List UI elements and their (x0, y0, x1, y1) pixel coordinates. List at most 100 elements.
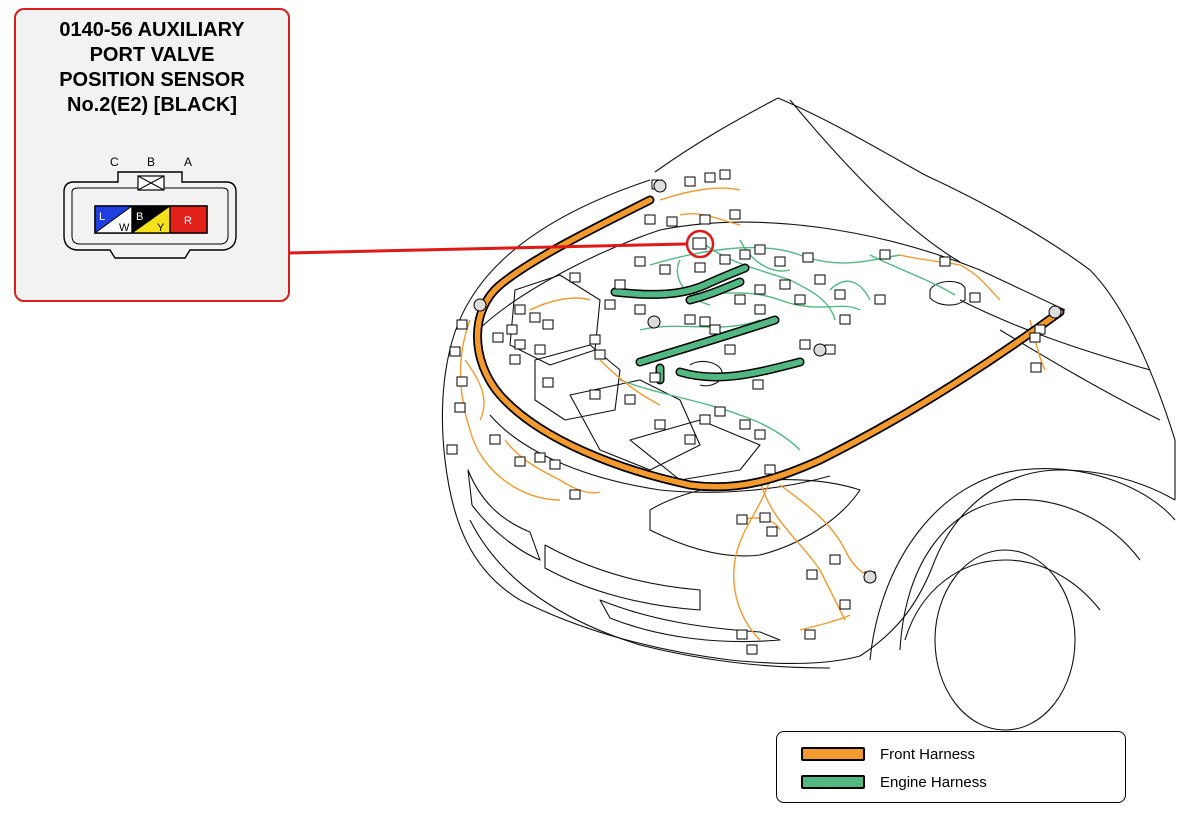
connector-box (804, 629, 816, 640)
connector-box (542, 377, 554, 388)
callout-title-line: PORT VALVE (89, 44, 215, 66)
legend-swatch-engine (801, 775, 865, 789)
connector-box (719, 169, 731, 180)
connector-box (824, 344, 836, 355)
connector-box (529, 312, 541, 323)
connector-box (879, 249, 891, 260)
connector-box (659, 264, 671, 275)
pin-cavities (94, 205, 208, 234)
car-outline (441, 97, 1176, 731)
connector-box (729, 209, 741, 220)
grommet-icon (653, 179, 667, 193)
wire-code-l: L (99, 211, 105, 223)
connector-box (754, 244, 766, 255)
connector-box (766, 526, 778, 537)
connector-box (752, 379, 764, 390)
connector-box (666, 216, 678, 227)
connector-box (799, 339, 811, 350)
connector-box (509, 354, 521, 365)
connector-diagram: C B A L W B Y R (63, 155, 237, 259)
legend-item-engine-harness: Engine Harness (801, 772, 987, 792)
connector-box (589, 389, 601, 400)
connector-box (614, 279, 626, 290)
connector-box (594, 349, 606, 360)
connector-box (569, 272, 581, 283)
callout-title-line: No.2(E2) [BLACK] (67, 94, 237, 116)
connector-box (454, 402, 466, 413)
callout-title-line: 0140-56 AUXILIARY (59, 19, 245, 41)
connector-box (569, 489, 581, 500)
connector-box (774, 256, 786, 267)
connector-box (806, 569, 818, 580)
connector-box (794, 294, 806, 305)
connector-box (754, 284, 766, 295)
target-connector (692, 237, 707, 250)
engine-harness-trunks-fill (612, 265, 803, 383)
pin-label-c: C (110, 155, 119, 169)
connector-box (506, 324, 518, 335)
connector-box (684, 314, 696, 325)
connector-box (754, 429, 766, 440)
sensor-highlight-circle (685, 229, 715, 259)
connector-box (1030, 362, 1042, 373)
connector-box (699, 414, 711, 425)
front-harness-main (473, 195, 1065, 492)
connector-box (446, 444, 458, 455)
connector-box (649, 372, 661, 383)
connector-box (699, 214, 711, 225)
connector-box (736, 514, 748, 525)
grommet-icon (647, 315, 661, 329)
connector-box (549, 459, 561, 470)
connector-box (714, 406, 726, 417)
grommet-icon (863, 570, 877, 584)
connector-box (734, 294, 746, 305)
connector-box (589, 334, 601, 345)
engine-harness (619, 239, 956, 451)
connector-box (694, 262, 706, 273)
connector-box (604, 299, 616, 310)
grommet-icon (473, 298, 487, 312)
connector-box (719, 254, 731, 265)
connector-box (739, 419, 751, 430)
connector-box (739, 249, 751, 260)
wire-code-b: B (136, 211, 143, 223)
connector-group (446, 169, 1062, 655)
legend-label-front: Front Harness (880, 745, 976, 763)
callout-title-line: POSITION SENSOR (59, 69, 245, 91)
front-harness-branches (459, 187, 1046, 641)
wire-code-w: W (119, 222, 130, 234)
connector-box (829, 554, 841, 565)
connector-box (699, 316, 711, 327)
connector-box (514, 304, 526, 315)
leader-line (287, 242, 687, 255)
connector-box (644, 214, 656, 225)
connector-box (736, 629, 748, 640)
grommet-icon (1048, 305, 1062, 319)
legend-label-engine: Engine Harness (880, 773, 987, 791)
connector-box (456, 376, 468, 387)
connector-box (634, 256, 646, 267)
pin-label-a: A (184, 155, 192, 169)
connector-box (1029, 332, 1041, 343)
connector-box (492, 332, 504, 343)
connector-box (456, 319, 468, 330)
legend-swatch-front (801, 747, 865, 761)
connector-box (754, 304, 766, 315)
callout-title: 0140-56 AUXILIARY PORT VALVE POSITION SE… (16, 18, 288, 118)
wire-code-y: Y (157, 222, 165, 234)
connector-box (684, 434, 696, 445)
grommet-icon (813, 343, 827, 357)
connector-box (514, 339, 526, 350)
connector-box (746, 644, 758, 655)
connector-box (874, 294, 886, 305)
legend-item-front-harness: Front Harness (801, 744, 975, 764)
connector-box (684, 176, 696, 187)
connector-box (764, 464, 776, 475)
connector-box (939, 256, 951, 267)
connector-box (709, 324, 721, 335)
connector-box (542, 319, 554, 330)
harness-legend: Front Harness Engine Harness (776, 731, 1126, 803)
connector-box (514, 456, 526, 467)
connector-box (624, 394, 636, 405)
connector-box (534, 344, 546, 355)
